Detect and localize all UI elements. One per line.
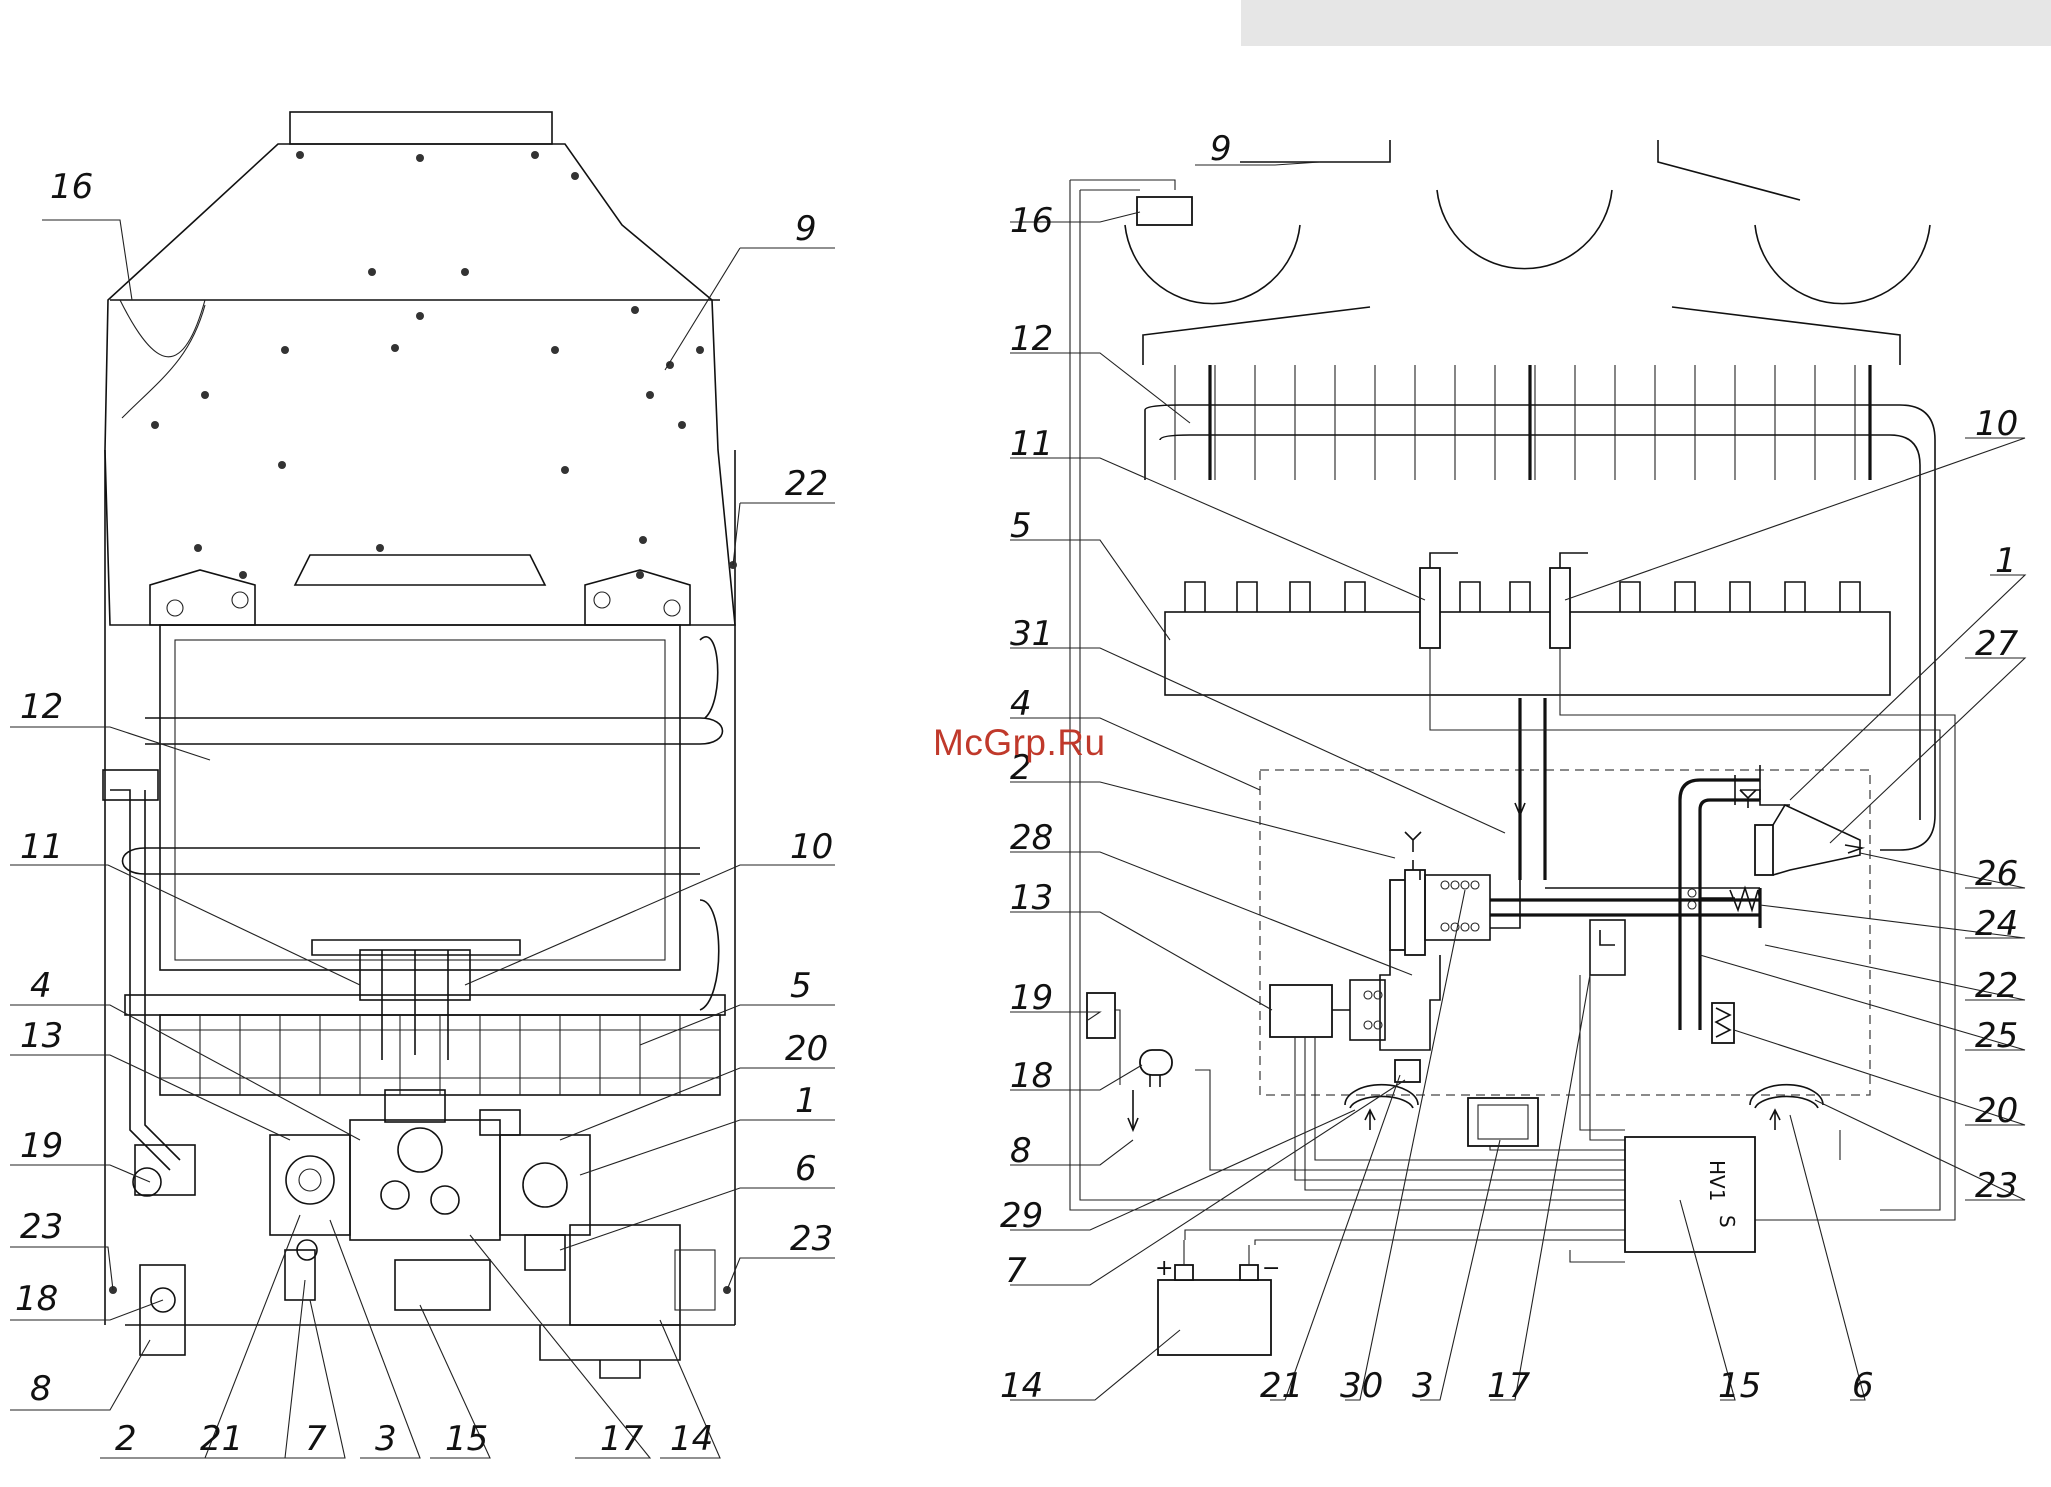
hood-holes xyxy=(151,151,737,579)
right-label: 16 xyxy=(1010,201,1053,241)
left-leader-lines xyxy=(10,220,835,1458)
right-label: 11 xyxy=(1010,424,1053,464)
left-label: 6 xyxy=(795,1149,817,1189)
right-label: 5 xyxy=(1010,506,1032,546)
left-label: 10 xyxy=(790,827,833,867)
left-label: 23 xyxy=(790,1219,833,1259)
right-label: 20 xyxy=(1975,1091,2018,1131)
exchanger-fins xyxy=(1175,365,1870,480)
left-label: 14 xyxy=(670,1419,713,1459)
right-label: 25 xyxy=(1975,1016,2018,1056)
left-label: 1 xyxy=(795,1081,817,1121)
right-label: 27 xyxy=(1975,624,2019,664)
right-label: 7 xyxy=(1005,1251,1027,1291)
burner-ribs xyxy=(200,1015,680,1095)
left-label: 23 xyxy=(20,1207,63,1247)
battery-minus: − xyxy=(1262,1256,1280,1281)
right-schematic: НV1 S + − xyxy=(1000,129,2025,1406)
watermark-text: McGrp.Ru xyxy=(933,722,1106,764)
left-assembly-drawing: 16 9 22 12 11 10 4 5 13 20 1 19 6 23 23 … xyxy=(10,112,835,1459)
left-label: 3 xyxy=(375,1419,397,1459)
right-label: 22 xyxy=(1975,966,2018,1006)
right-label: 12 xyxy=(1010,319,1053,359)
control-unit-text-bottom: S xyxy=(1715,1215,1739,1228)
right-label: 1 xyxy=(1995,541,2017,581)
left-label: 17 xyxy=(600,1419,644,1459)
right-label: 31 xyxy=(1010,614,1053,654)
left-label: 16 xyxy=(50,167,93,207)
left-label: 2 xyxy=(115,1419,137,1459)
right-leader-lines xyxy=(1010,162,2025,1400)
right-label: 15 xyxy=(1718,1366,1761,1406)
left-label: 9 xyxy=(795,209,817,249)
left-label: 15 xyxy=(445,1419,488,1459)
right-label: 24 xyxy=(1975,904,2018,944)
right-label: 18 xyxy=(1010,1056,1053,1096)
left-label: 7 xyxy=(305,1419,327,1459)
right-label: 19 xyxy=(1010,978,1053,1018)
left-label: 18 xyxy=(15,1279,58,1319)
right-label: 9 xyxy=(1210,129,1232,169)
right-label: 4 xyxy=(1010,684,1032,724)
right-label: 23 xyxy=(1975,1166,2018,1206)
right-labels: 9 16 12 10 11 5 1 31 27 4 2 26 28 24 13 … xyxy=(1000,129,2019,1406)
left-label: 4 xyxy=(30,966,52,1006)
right-label: 3 xyxy=(1412,1366,1434,1406)
right-label: 28 xyxy=(1010,818,1053,858)
right-label: 30 xyxy=(1340,1366,1383,1406)
right-label: 29 xyxy=(1000,1196,1043,1236)
right-label: 14 xyxy=(1000,1366,1043,1406)
right-label: 17 xyxy=(1487,1366,1531,1406)
control-unit-text-top: НV1 xyxy=(1705,1160,1729,1201)
right-label: 13 xyxy=(1010,878,1053,918)
right-label: 26 xyxy=(1975,854,2018,894)
right-label: 8 xyxy=(1010,1131,1032,1171)
left-label: 19 xyxy=(20,1126,63,1166)
left-labels: 16 9 22 12 11 10 4 5 13 20 1 19 6 23 23 … xyxy=(15,167,833,1459)
right-label: 10 xyxy=(1975,404,2018,444)
left-label: 20 xyxy=(785,1029,828,1069)
burner-nozzles xyxy=(1185,582,1860,612)
left-label: 13 xyxy=(20,1016,63,1056)
left-label: 11 xyxy=(20,827,63,867)
left-label: 5 xyxy=(790,966,812,1006)
left-label: 22 xyxy=(785,464,828,504)
battery-plus: + xyxy=(1155,1256,1173,1281)
right-label: 21 xyxy=(1260,1366,1303,1406)
left-label: 8 xyxy=(30,1369,52,1409)
right-label: 6 xyxy=(1852,1366,1874,1406)
left-label: 21 xyxy=(200,1419,243,1459)
left-label: 12 xyxy=(20,687,63,727)
spring-2 xyxy=(1441,881,1479,931)
